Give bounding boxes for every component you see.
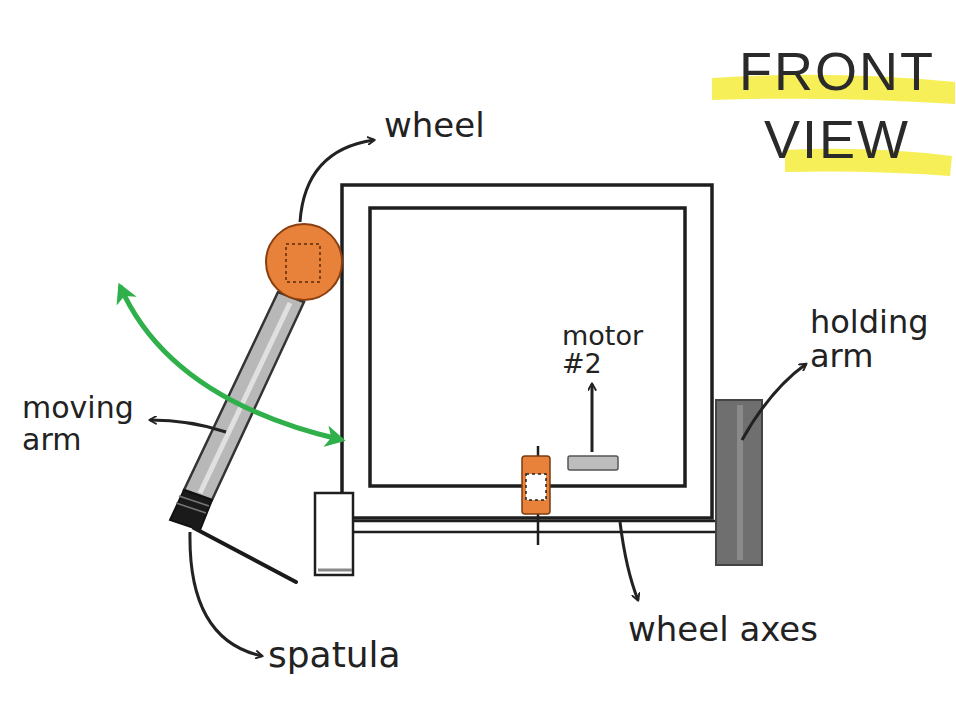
outer-frame [342, 185, 712, 518]
part-label: wheel [384, 108, 524, 144]
gear-hidden-line [526, 474, 546, 500]
part-label: holding arm [810, 306, 950, 373]
spatula-grip [170, 490, 212, 530]
left-support [315, 493, 353, 575]
wheel-hub [286, 244, 320, 282]
part-label: moving arm [22, 392, 152, 455]
part-label: spatula [268, 636, 438, 674]
part-label: motor #2 [562, 322, 657, 379]
motor-body [568, 456, 618, 470]
inner-frame [370, 208, 685, 486]
grip-hatch [176, 496, 209, 513]
leader-arrow [300, 140, 374, 222]
moving-arm-bar [184, 292, 304, 500]
axle-line [352, 520, 716, 523]
motor-gear [522, 456, 550, 514]
leader-arrow [742, 364, 806, 440]
holding-arm-bar [716, 400, 762, 565]
leader-arrow [150, 420, 226, 432]
axle-line [352, 531, 716, 534]
motion-arrow [120, 286, 342, 440]
spatula-blade [194, 528, 296, 582]
bar-shade [737, 405, 743, 560]
part-label: wheel axes [628, 612, 868, 648]
leader-arrow [591, 384, 594, 452]
leader-arrow [190, 532, 262, 656]
view-title: FRONT VIEW [722, 38, 952, 173]
wheel-disc [266, 224, 342, 300]
support-shade [318, 569, 352, 572]
leader-arrow [620, 522, 638, 600]
bar-highlight [200, 303, 290, 493]
